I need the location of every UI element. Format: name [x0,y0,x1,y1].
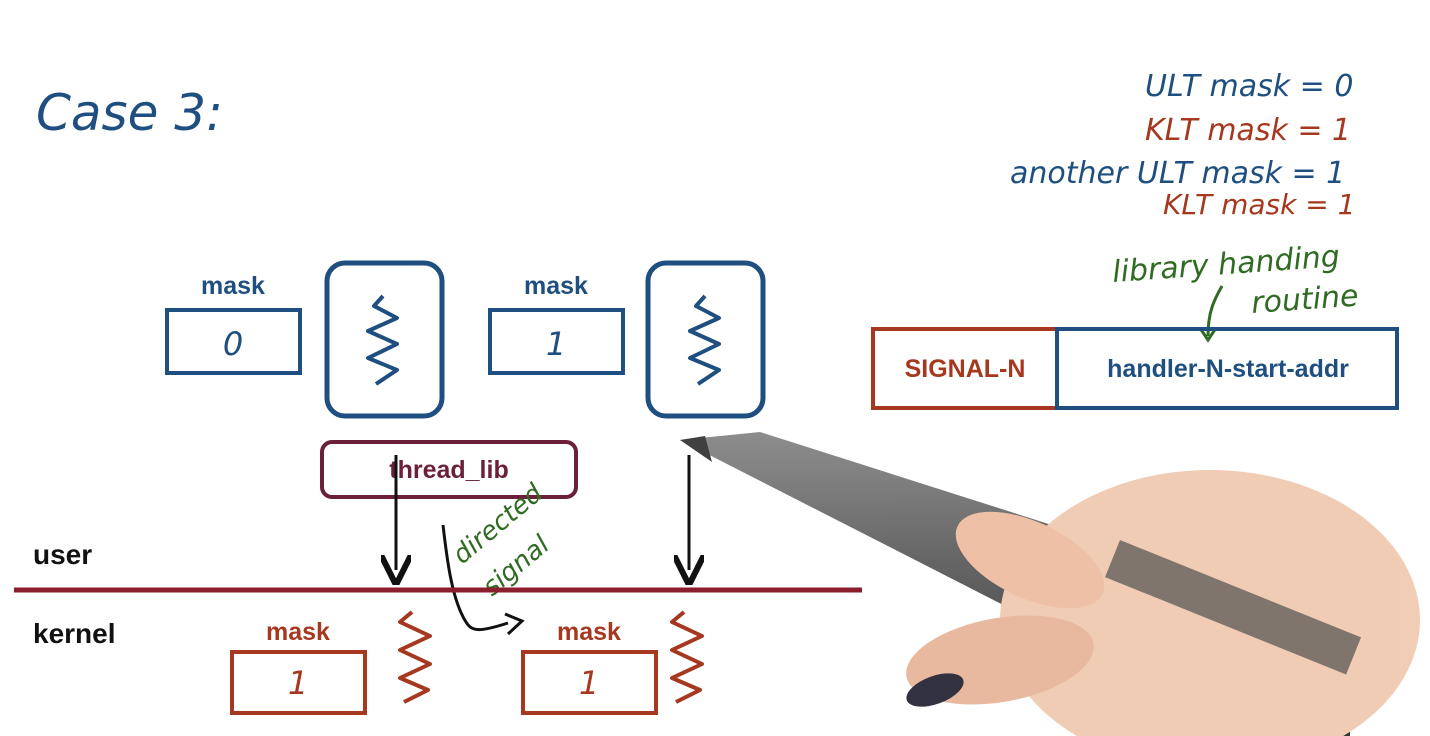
kernel-thread-squiggle-icon [398,610,432,704]
ult-box-1 [324,260,445,419]
pen-grip [1105,540,1362,675]
kernel-mask-box-1 [230,650,367,715]
thread-lib-label: thread_lib [389,456,508,484]
kernel-layer-label: kernel [33,618,116,649]
finger-shape [955,511,1105,609]
note-klt-mask-1: KLT mask = 1 [1145,113,1351,148]
thread-squiggle-icon [688,294,721,386]
kernel-mask-box-2 [521,650,658,715]
kernel-thread-squiggle-icon [670,610,704,704]
user-thread-1: mask 0 [165,260,445,419]
signal-handler-table: SIGNAL-N handler-N-start-addr [871,327,1399,410]
kernel-mask-label-2: mask [557,618,621,646]
kernel-mask-value-2: 1 [579,664,599,702]
presenter-hand-image [680,432,1420,736]
kernel-mask-label-1: mask [266,618,330,646]
note-ult-mask-0: ULT mask = 0 [1145,69,1353,104]
user-mask-label-1: mask [201,272,265,300]
page-title: Case 3: [36,84,223,142]
note-another-ult-mask-1: another ULT mask = 1 [1010,156,1345,191]
handler-note-arrowhead [1198,327,1218,343]
kernel-thread-1: mask 1 [230,610,432,715]
user-layer-label: user [33,539,92,570]
ult-box-2 [645,260,766,419]
handler-address: handler-N-start-addr [1107,355,1349,383]
user-mask-label-2: mask [524,272,588,300]
note-klt-mask-1-second: KLT mask = 1 [1163,188,1355,221]
user-mask-box-2 [488,308,625,375]
pen-tip [680,436,712,462]
handler-cell [1055,327,1399,410]
fingernail-shape [906,673,964,707]
thread-lib-box [320,440,578,499]
handler-note-line2: routine [1250,279,1359,321]
user-thread-2: mask 1 [488,260,766,419]
kernel-thread-2: mask 1 [521,610,704,715]
signal-name: SIGNAL-N [905,355,1026,383]
kernel-mask-value-1: 1 [288,664,308,702]
user-mask-value-1: 0 [223,325,243,363]
user-mask-value-2: 1 [546,325,566,363]
directed-signal-arrowhead [504,612,525,636]
directed-signal-arrow [441,524,509,632]
user-mask-box-1 [165,308,302,375]
thread-squiggle-icon [366,294,399,386]
